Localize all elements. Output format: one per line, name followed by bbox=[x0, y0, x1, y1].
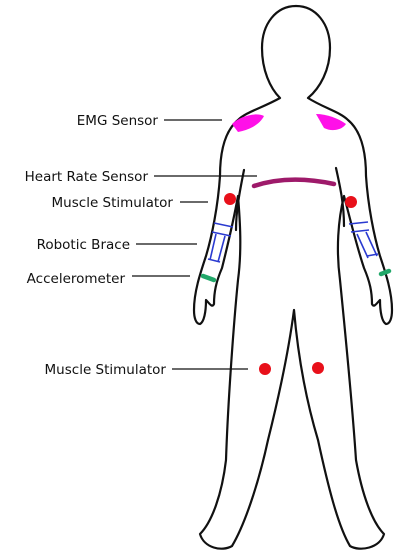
right-inner-arm-contour bbox=[334, 166, 346, 228]
label-heart-rate-sensor: Heart Rate Sensor bbox=[25, 169, 149, 185]
label-muscle-stimulator-leg: Muscle Stimulator bbox=[45, 362, 167, 378]
emg-sensor-right bbox=[316, 114, 346, 131]
leader-lines bbox=[132, 119, 257, 370]
left-inner-arm-contour bbox=[234, 168, 246, 232]
accelerometer-left bbox=[200, 273, 217, 283]
label-accelerometer: Accelerometer bbox=[27, 271, 126, 287]
robotic-brace-right bbox=[348, 221, 379, 259]
body-outline bbox=[192, 4, 394, 550]
accelerometer-right bbox=[378, 268, 392, 277]
muscle-stimulator-left-leg bbox=[259, 363, 271, 375]
muscle-stimulator-left-arm bbox=[224, 193, 236, 205]
muscle-stimulator-right-leg bbox=[312, 362, 324, 374]
emg-sensor-left bbox=[232, 114, 264, 132]
label-emg-sensor: EMG Sensor bbox=[77, 113, 159, 129]
heart-rate-sensor-strap bbox=[251, 177, 337, 189]
label-robotic-brace: Robotic Brace bbox=[37, 237, 130, 253]
label-muscle-stimulator-arm: Muscle Stimulator bbox=[52, 195, 174, 211]
muscle-stimulator-right-arm bbox=[345, 196, 357, 208]
robotic-brace-left bbox=[207, 222, 234, 263]
